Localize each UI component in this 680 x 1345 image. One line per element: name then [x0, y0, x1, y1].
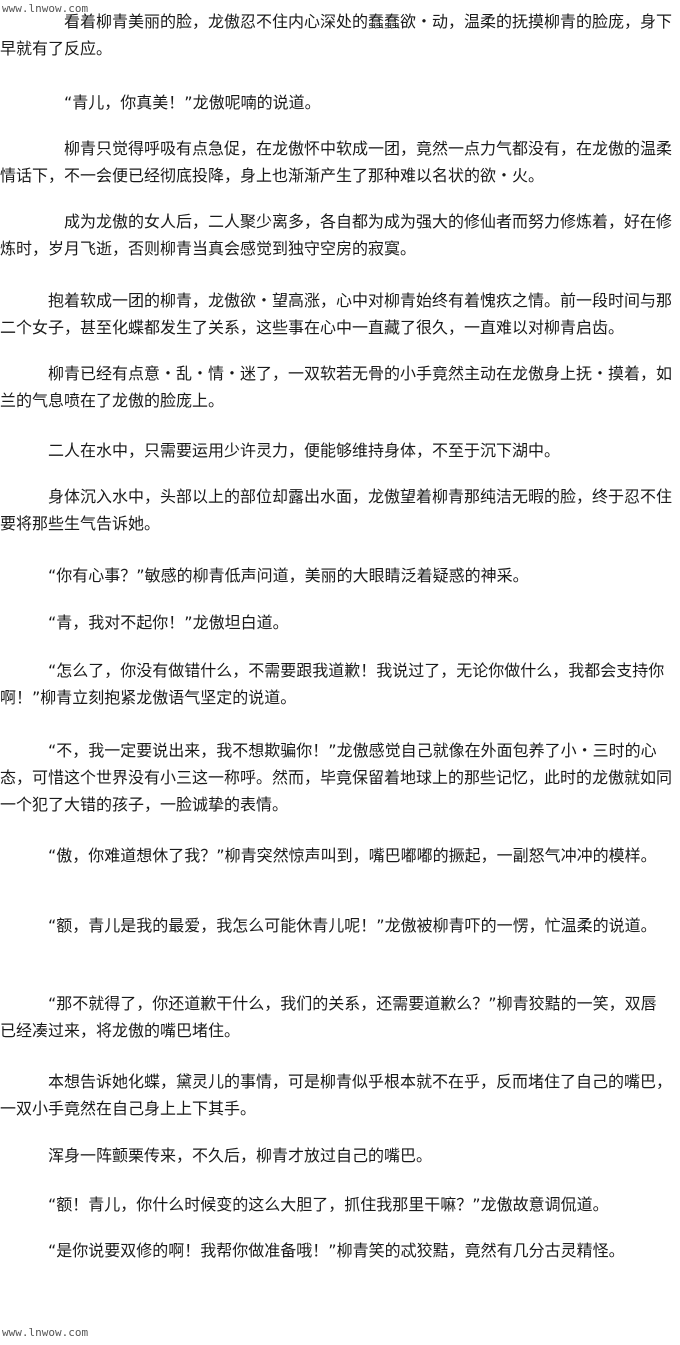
paragraph: 柳青已经有点意・乱・情・迷了，一双软若无骨的小手竟然主动在龙傲身上抚・摸着，如兰… — [0, 364, 673, 410]
paragraph: “不，我一定要说出来，我不想欺骗你！”龙傲感觉自己就像在外面包养了小・三时的心态… — [0, 741, 673, 814]
paragraph: 二人在水中，只需要运用少许灵力，便能够维持身体，不至于沉下湖中。 — [0, 441, 561, 460]
paragraph: 看着柳青美丽的脸，龙傲忍不住内心深处的蠢蠢欲・动，温柔的抚摸柳青的脸庞，身下早就… — [0, 12, 673, 58]
paragraph: 抱着软成一团的柳青，龙傲欲・望高涨，心中对柳青始终有着愧疚之情。前一段时间与那二… — [0, 291, 673, 337]
watermark-bottom: www.lnwow.com — [2, 1326, 89, 1339]
paragraph: 身体沉入水中，头部以上的部位却露出水面，龙傲望着柳青那纯洁无暇的脸，终于忍不住要… — [0, 487, 673, 533]
paragraph: “额，青儿是我的最爱，我怎么可能休青儿呢！”龙傲被柳青吓的一愣，忙温柔的说道。 — [0, 916, 657, 935]
paragraph: “青儿，你真美！”龙傲呢喃的说道。 — [0, 93, 321, 112]
paragraph: “那不就得了，你还道歉干什么，我们的关系，还需要道歉么？”柳青狡黠的一笑，双唇已… — [0, 994, 657, 1040]
paragraph: “你有心事？”敏感的柳青低声问道，美丽的大眼睛泛着疑惑的神采。 — [0, 566, 529, 585]
paragraph: “青，我对不起你！”龙傲坦白道。 — [0, 613, 289, 632]
watermark-top: www.lnwow.com — [2, 2, 89, 15]
paragraph: “傲，你难道想休了我？”柳青突然惊声叫到，嘴巴嘟嘟的撅起，一副怒气冲冲的模样。 — [0, 846, 657, 865]
paragraph: “是你说要双修的啊！我帮你做准备哦！”柳青笑的忒狡黠，竟然有几分古灵精怪。 — [0, 1241, 625, 1260]
paragraph: 成为龙傲的女人后，二人聚少离多，各自都为成为强大的修仙者而努力修炼着，好在修炼时… — [0, 212, 673, 258]
paragraph: 本想告诉她化蝶，黛灵儿的事情，可是柳青似乎根本就不在乎，反而堵住了自己的嘴巴，一… — [0, 1072, 673, 1118]
paragraph: “额！青儿，你什么时候变的这么大胆了，抓住我那里干嘛？”龙傲故意调侃道。 — [0, 1195, 609, 1214]
paragraph: 柳青只觉得呼吸有点急促，在龙傲怀中软成一团，竟然一点力气都没有，在龙傲的温柔情话… — [0, 139, 673, 185]
paragraph: 浑身一阵颤栗传来，不久后，柳青才放过自己的嘴巴。 — [0, 1146, 433, 1165]
paragraph: “怎么了，你没有做错什么，不需要跟我道歉！我说过了，无论你做什么，我都会支持你啊… — [0, 661, 665, 707]
